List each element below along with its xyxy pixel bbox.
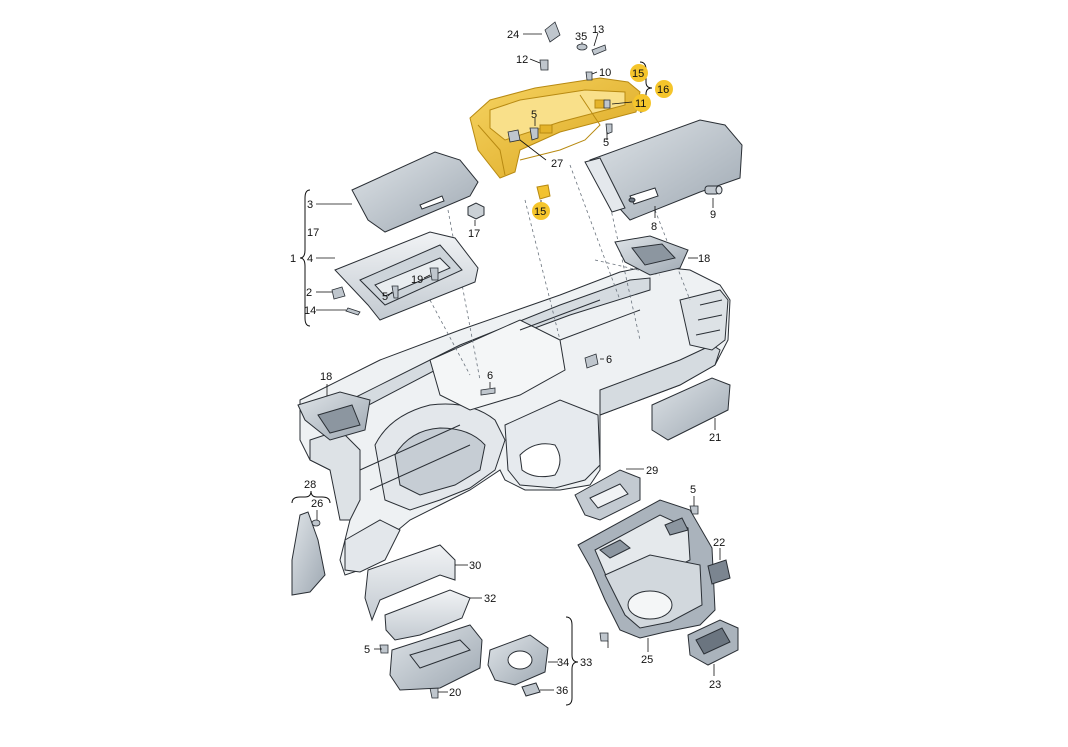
fasteners xyxy=(311,21,699,699)
callout-5e: 5 xyxy=(364,644,370,656)
knob-icon xyxy=(704,185,723,195)
callout-2: 2 xyxy=(306,287,312,299)
callout-17b: 17 xyxy=(468,228,480,240)
callout-6b: 6 xyxy=(606,354,612,366)
callout-33: 33 xyxy=(580,657,592,669)
callout-26: 26 xyxy=(311,498,323,510)
callout-12: 12 xyxy=(516,54,528,66)
callout-10: 10 xyxy=(599,67,611,79)
callout-14: 14 xyxy=(304,305,316,317)
callout-32: 32 xyxy=(484,593,496,605)
callout-23: 23 xyxy=(709,679,721,691)
end-cap-left xyxy=(291,511,326,596)
callout-5c: 5 xyxy=(603,137,609,149)
column-trim-middle xyxy=(384,589,471,641)
highlight-badges xyxy=(532,64,673,220)
callout-35: 35 xyxy=(575,31,587,43)
callout-36: 36 xyxy=(556,685,568,697)
storage-tray xyxy=(334,231,479,321)
ashtray-unit xyxy=(687,619,739,666)
clip-icon xyxy=(521,682,541,697)
vent-grille-left xyxy=(297,391,371,441)
callout-17a: 17 xyxy=(307,227,319,239)
callout-22: 22 xyxy=(713,537,725,549)
callout-34: 34 xyxy=(557,657,569,669)
radio-bracket xyxy=(574,469,641,521)
switch-blank xyxy=(707,559,731,585)
callout-5b: 5 xyxy=(531,109,537,121)
airbag-cover xyxy=(651,377,731,441)
callout-18a: 18 xyxy=(698,253,710,265)
glovebox-frame-highlighted xyxy=(469,77,641,179)
callout-labels: 1 2 3 4 5 5 5 5 5 6 6 8 9 10 11 12 13 14… xyxy=(290,24,725,699)
callout-29: 29 xyxy=(646,465,658,477)
callout-6a: 6 xyxy=(487,370,493,382)
clip-icon xyxy=(536,184,551,200)
callout-27: 27 xyxy=(551,158,563,170)
callout-4: 4 xyxy=(307,253,313,265)
callout-11: 11 xyxy=(635,98,646,110)
callout-19: 19 xyxy=(411,274,423,286)
callout-3: 3 xyxy=(307,199,313,211)
callout-30: 30 xyxy=(469,560,481,572)
callout-15b: 15 xyxy=(534,206,546,218)
dashboard-body xyxy=(299,265,731,576)
callout-9: 9 xyxy=(710,209,716,221)
callout-28: 28 xyxy=(304,479,316,491)
callout-21: 21 xyxy=(709,432,721,444)
callout-24: 24 xyxy=(507,29,519,41)
column-trim-ring xyxy=(487,634,549,686)
callout-20: 20 xyxy=(449,687,461,699)
callout-16: 16 xyxy=(657,84,669,96)
callout-15a: 15 xyxy=(632,68,644,80)
callout-13: 13 xyxy=(592,24,604,36)
callout-5a: 5 xyxy=(382,291,388,303)
center-console-frame xyxy=(577,499,716,639)
column-trim-lower xyxy=(389,624,483,691)
callout-25: 25 xyxy=(641,654,653,666)
nut-icon xyxy=(467,202,485,220)
callout-18b: 18 xyxy=(320,371,332,383)
callout-1: 1 xyxy=(290,253,296,265)
vent-grille-right xyxy=(614,235,689,276)
storage-lid-upper xyxy=(351,151,479,233)
callout-5d: 5 xyxy=(690,484,696,496)
callout-lines xyxy=(316,32,721,693)
callout-8: 8 xyxy=(651,221,657,233)
glovebox-lid xyxy=(584,119,743,221)
column-trim-upper xyxy=(364,544,456,622)
